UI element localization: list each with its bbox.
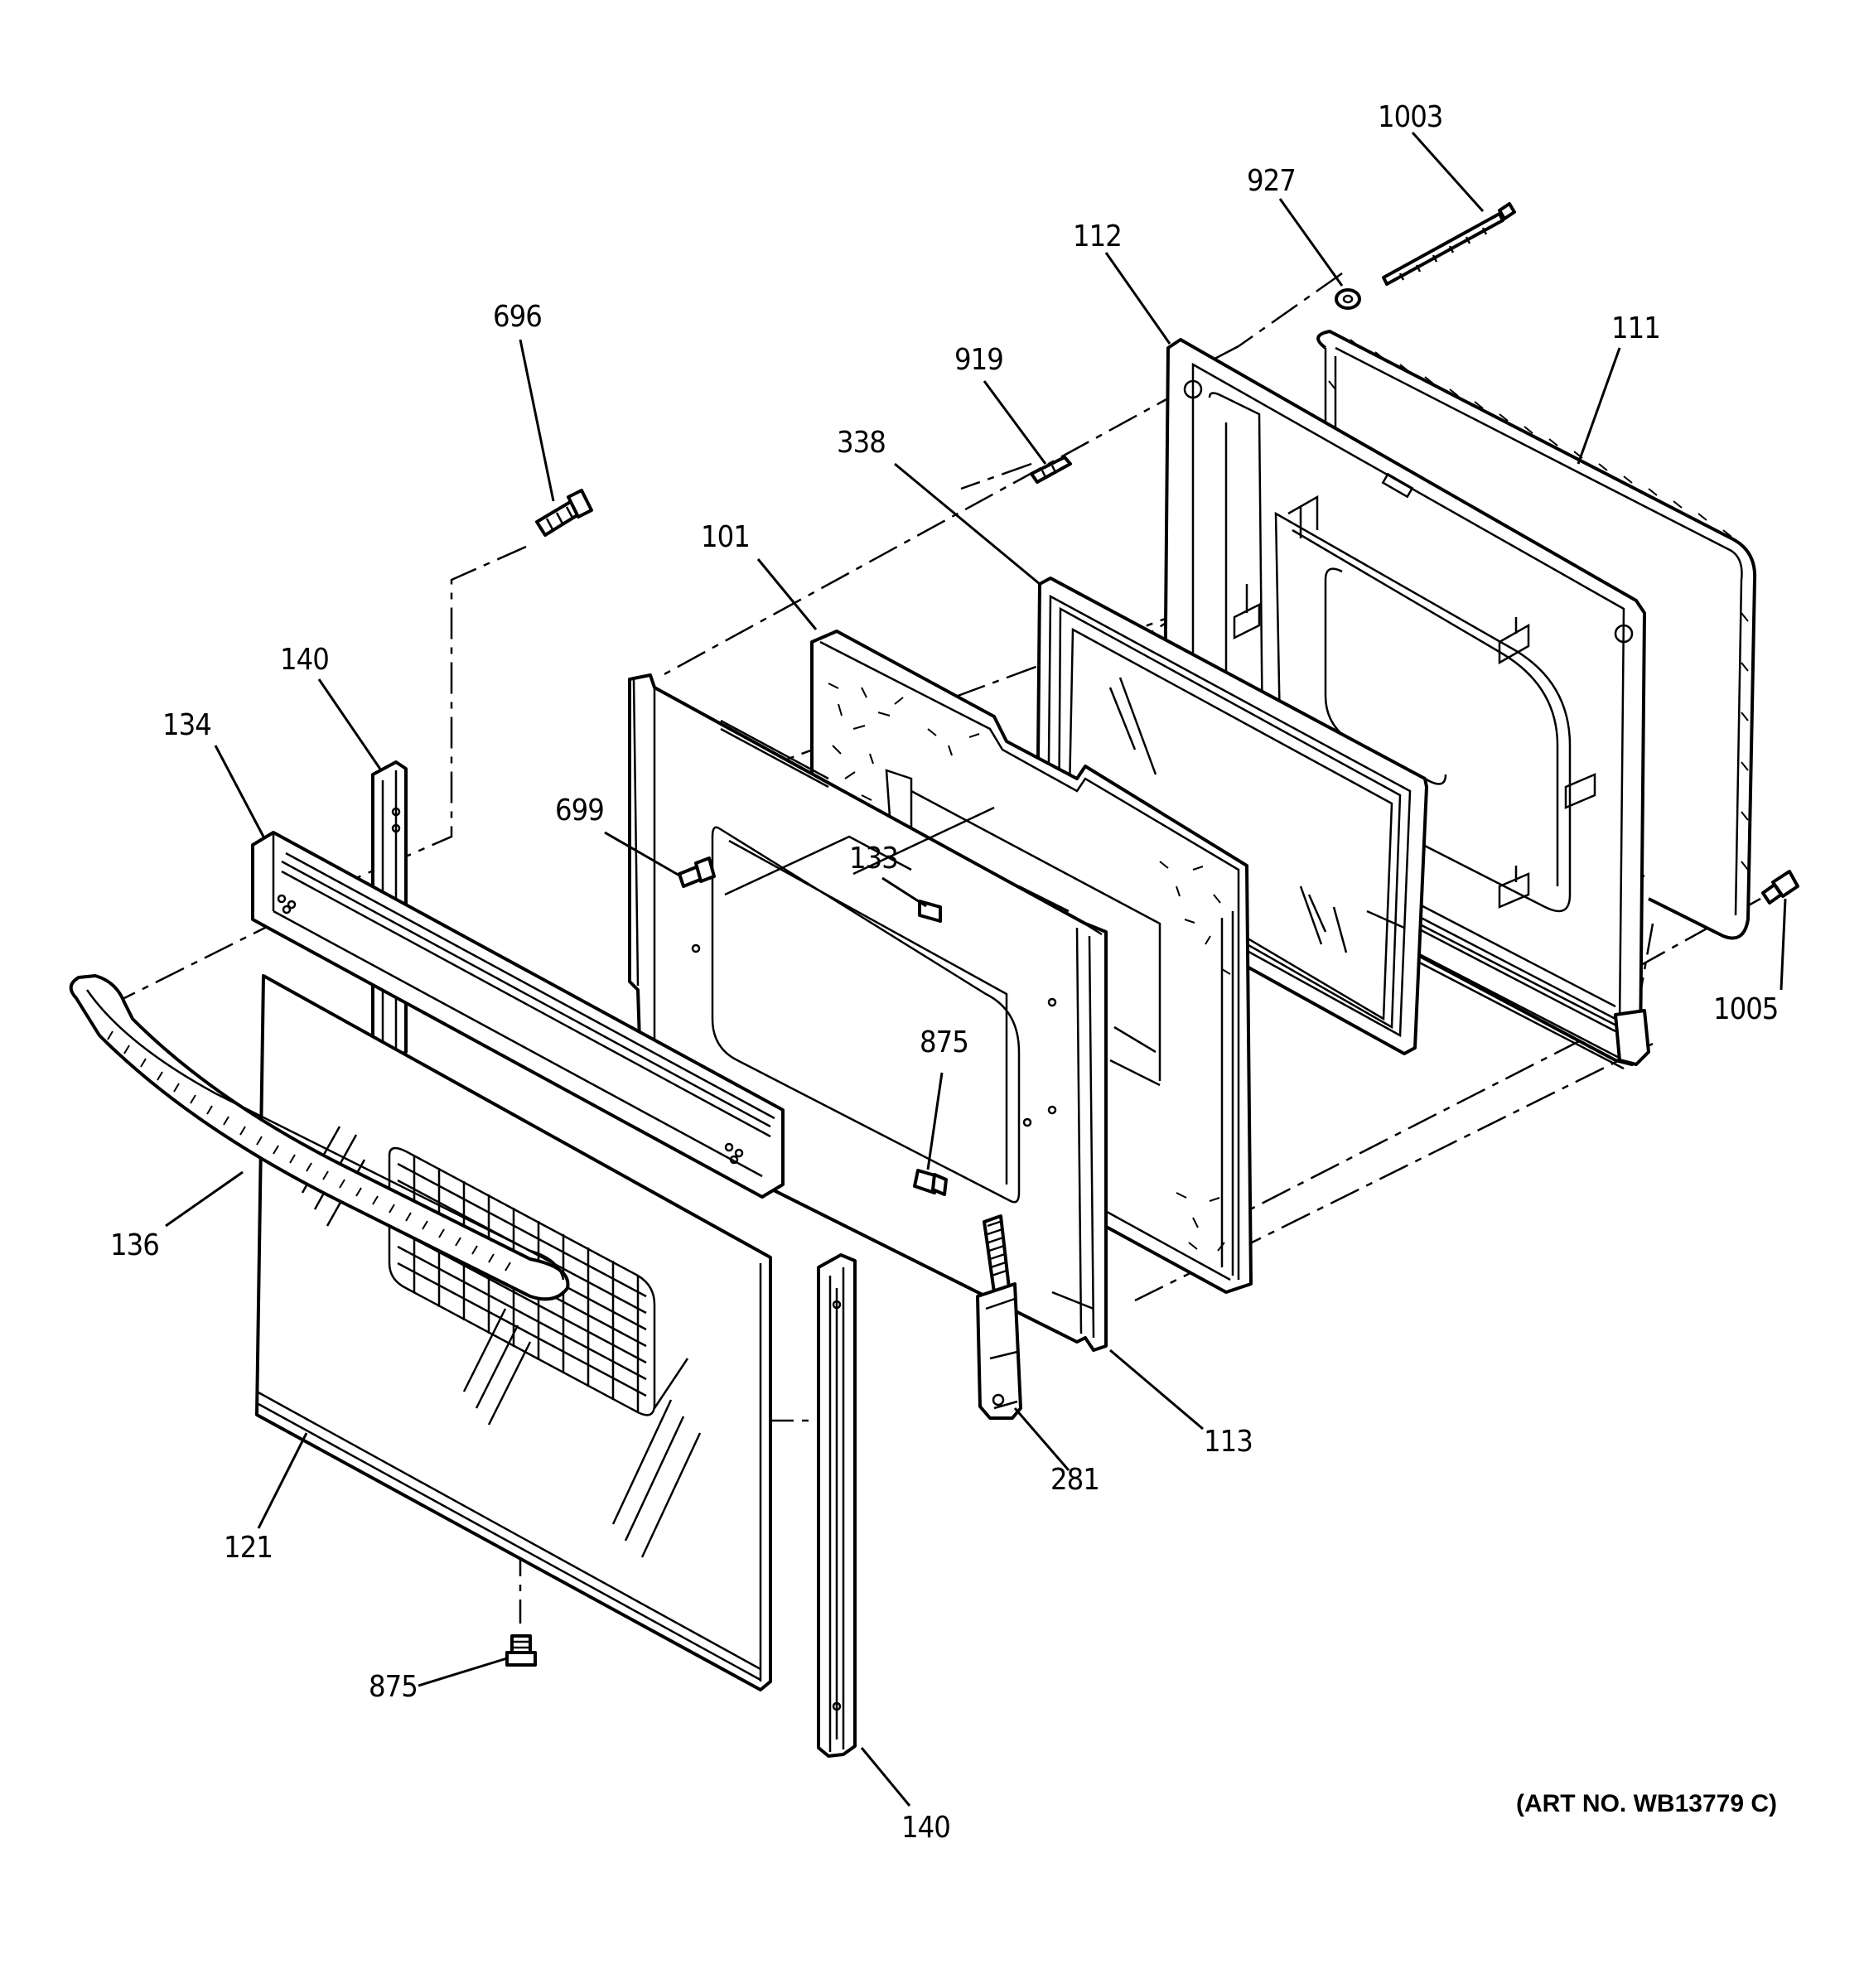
- callout-134: 134: [162, 708, 211, 742]
- part-140-side-trim-lower: [817, 1253, 857, 1758]
- callout-919: 919: [954, 343, 1003, 377]
- part-134-top-trim: [251, 831, 785, 1199]
- part-696-screw: [535, 489, 593, 537]
- callout-338: 338: [837, 426, 886, 460]
- callout-113: 113: [1204, 1425, 1253, 1459]
- callout-696: 696: [493, 300, 542, 334]
- callout-1005: 1005: [1713, 992, 1778, 1026]
- part-136-door-handle: [69, 974, 570, 1301]
- callout-699: 699: [555, 794, 604, 828]
- leader-lines: [165, 131, 1787, 1807]
- art-number: (ART NO. WB13779 C): [1516, 1790, 1777, 1817]
- callout-927: 927: [1247, 164, 1296, 198]
- callout-133: 133: [849, 842, 898, 876]
- part-875-screw-upper: [913, 1169, 948, 1196]
- part-113-inner-door-panel: [628, 673, 1108, 1352]
- liner-brackets: [1233, 495, 1596, 909]
- part-1003-screw: [1382, 202, 1516, 286]
- callout-136: 136: [110, 1228, 159, 1262]
- callout-labels: 1003 927 112 111 696 919 338 101 140 134…: [110, 100, 1779, 1845]
- callout-121: 121: [224, 1531, 273, 1565]
- callout-111: 111: [1611, 311, 1660, 345]
- callout-1003: 1003: [1378, 100, 1442, 134]
- part-927-washer: [1335, 288, 1361, 310]
- part-1005-screw: [1761, 870, 1799, 905]
- callout-101: 101: [701, 520, 750, 554]
- callout-281: 281: [1050, 1463, 1099, 1497]
- callout-875-lower: 875: [369, 1670, 418, 1704]
- callout-875-upper: 875: [920, 1025, 968, 1059]
- part-919-pin: [1030, 456, 1072, 484]
- part-281-hinge: [976, 1214, 1022, 1420]
- callout-112: 112: [1073, 220, 1122, 253]
- callout-140-upper: 140: [280, 643, 329, 677]
- part-699-screw: [678, 856, 716, 888]
- part-121-outer-door-panel: [255, 974, 772, 1691]
- part-338-window-glass-pack: [1036, 577, 1428, 1055]
- callout-140-lower: 140: [901, 1811, 950, 1845]
- part-875-screw-lower: [505, 1634, 537, 1667]
